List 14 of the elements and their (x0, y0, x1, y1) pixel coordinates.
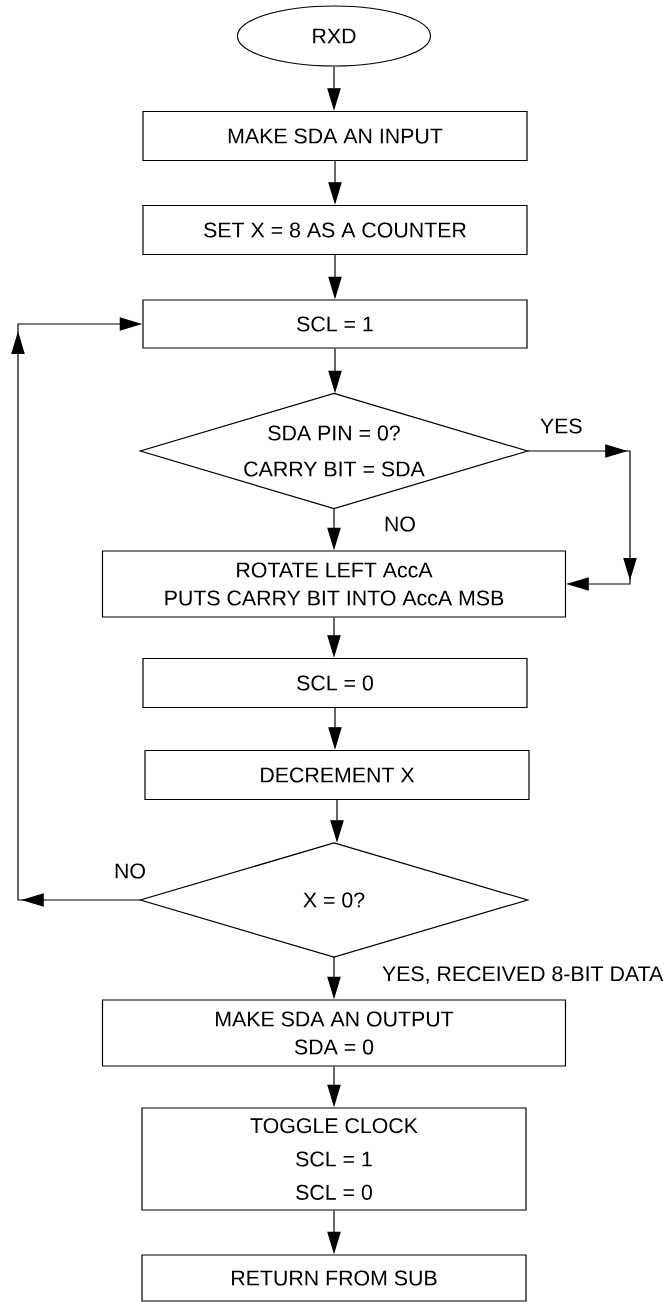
process-box: SCL = 1 (142, 299, 528, 349)
edge-label: YES, RECEIVED 8-BIT DATA (382, 966, 664, 984)
edge-label: YES (540, 418, 582, 434)
process-box: TOGGLE CLOCK SCL = 1 SCL = 0 (141, 1107, 527, 1211)
arrow (527, 444, 637, 591)
edge-label: NO (385, 516, 415, 532)
process-box: ROTATE LEFT AccA PUTS CARRY BIT INTO AccA MSB (101, 550, 567, 618)
process-box: DECREMENT X (144, 749, 530, 801)
process-box: MAKE SDA AN INPUT (142, 110, 528, 162)
start-terminal: RXD (236, 5, 432, 67)
process-box: MAKE SDA AN OUTPUT SDA = 0 (101, 999, 567, 1067)
process-box: SET X = 8 AS A COUNTER (142, 204, 528, 256)
process-box: RETURN FROM SUB (141, 1254, 527, 1302)
process-box: SCL = 0 (142, 657, 528, 709)
